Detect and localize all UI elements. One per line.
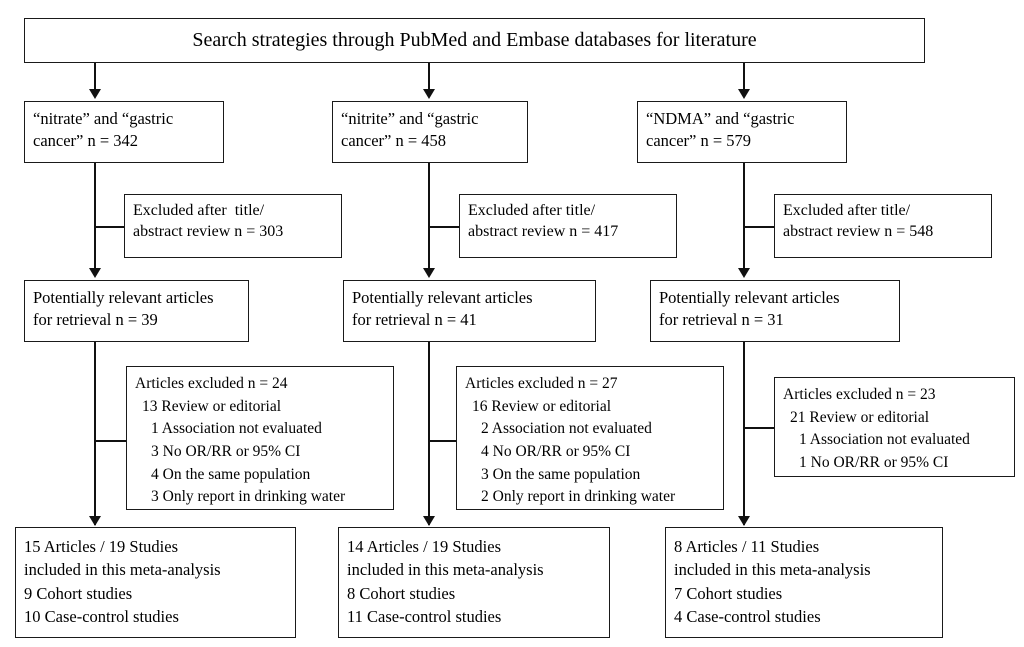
- articles-excluded-header: Articles excluded n = 24: [135, 375, 288, 392]
- result-line-3: 8 Cohort studies: [347, 583, 456, 603]
- search-strategy-title-box: Search strategies through PubMed and Emb…: [24, 18, 925, 63]
- relevant-line-1: Potentially relevant articles: [33, 288, 214, 307]
- result-line-4: 11 Case-control studies: [347, 607, 502, 627]
- potentially-relevant-box-nitrate: Potentially relevant articles for retrie…: [24, 280, 249, 342]
- relevant-line-1: Potentially relevant articles: [352, 288, 533, 307]
- source-line-1: “nitrate” and “gastric: [33, 109, 174, 128]
- connector-ndma-spine-2: [743, 342, 745, 525]
- excluded-line-2: abstract review n = 548: [783, 223, 934, 241]
- relevant-line-2: for retrieval n = 39: [33, 309, 158, 329]
- articles-excluded-reason: 1 Association not evaluated: [799, 431, 970, 449]
- connector-title-to-ndma: [743, 63, 745, 91]
- arrowhead-ndma-to-relevant: [738, 268, 750, 278]
- excluded-line-2: abstract review n = 303: [133, 223, 284, 241]
- result-line-1: 8 Articles / 11 Studies: [674, 537, 820, 556]
- excluded-title-abstract-box-nitrate: Excluded after title/ abstract review n …: [124, 194, 342, 258]
- result-box-nitrate: 15 Articles / 19 Studies included in thi…: [15, 527, 296, 638]
- source-box-nitrite: “nitrite” and “gastric cancer” n = 458: [332, 101, 528, 163]
- source-line-2: cancer” n = 458: [341, 130, 447, 150]
- articles-excluded-reason: 2 Only report in drinking water: [481, 488, 676, 506]
- excluded-line-1: Excluded after title/: [133, 202, 265, 219]
- articles-excluded-reason: 3 No OR/RR or 95% CI: [151, 442, 301, 460]
- articles-excluded-reason: 1 No OR/RR or 95% CI: [799, 453, 949, 471]
- connector-ndma-spine-1: [743, 163, 745, 270]
- arrowhead-nitrate-to-result: [89, 516, 101, 526]
- result-line-1: 14 Articles / 19 Studies: [347, 537, 501, 556]
- arrowhead-title-to-nitrite: [423, 89, 435, 99]
- source-line-2: cancer” n = 579: [646, 130, 752, 150]
- result-line-2: included in this meta-analysis: [24, 560, 221, 580]
- connector-nitrite-spine-1: [428, 163, 430, 270]
- connector-nitrate-spine-1: [94, 163, 96, 270]
- articles-excluded-reason: 4 No OR/RR or 95% CI: [481, 442, 631, 460]
- connector-nitrite-to-articles-excluded: [428, 440, 456, 442]
- relevant-line-2: for retrieval n = 31: [659, 309, 784, 329]
- page-title: Search strategies through PubMed and Emb…: [192, 29, 757, 52]
- arrowhead-title-to-nitrate: [89, 89, 101, 99]
- articles-excluded-reason: 13 Review or editorial: [142, 397, 282, 415]
- result-line-1: 15 Articles / 19 Studies: [24, 537, 178, 556]
- articles-excluded-reason: 4 On the same population: [151, 465, 311, 483]
- excluded-title-abstract-box-nitrite: Excluded after title/ abstract review n …: [459, 194, 677, 258]
- potentially-relevant-box-ndma: Potentially relevant articles for retrie…: [650, 280, 900, 342]
- relevant-line-2: for retrieval n = 41: [352, 309, 477, 329]
- arrowhead-nitrite-to-result: [423, 516, 435, 526]
- connector-nitrate-spine-2: [94, 342, 96, 525]
- result-line-4: 10 Case-control studies: [24, 607, 179, 627]
- connector-title-to-nitrite: [428, 63, 430, 91]
- articles-excluded-reason: 3 On the same population: [481, 465, 641, 483]
- connector-nitrate-to-articles-excluded: [94, 440, 126, 442]
- articles-excluded-box-nitrate: Articles excluded n = 24 13 Review or ed…: [126, 366, 394, 510]
- articles-excluded-box-nitrite: Articles excluded n = 27 16 Review or ed…: [456, 366, 724, 510]
- source-line-2: cancer” n = 342: [33, 130, 139, 150]
- result-line-2: included in this meta-analysis: [674, 560, 871, 580]
- connector-nitrite-to-excluded: [428, 226, 459, 228]
- result-line-3: 9 Cohort studies: [24, 583, 133, 603]
- source-line-1: “NDMA” and “gastric: [646, 109, 795, 128]
- arrowhead-nitrite-to-relevant: [423, 268, 435, 278]
- result-box-nitrite: 14 Articles / 19 Studies included in thi…: [338, 527, 610, 638]
- articles-excluded-header: Articles excluded n = 27: [465, 375, 618, 392]
- result-line-4: 4 Case-control studies: [674, 607, 821, 627]
- articles-excluded-reason: 21 Review or editorial: [790, 408, 930, 426]
- articles-excluded-reason: 16 Review or editorial: [472, 397, 612, 415]
- connector-ndma-to-excluded: [743, 226, 774, 228]
- result-line-3: 7 Cohort studies: [674, 583, 783, 603]
- connector-nitrate-to-excluded: [94, 226, 124, 228]
- connector-nitrite-spine-2: [428, 342, 430, 525]
- excluded-line-2: abstract review n = 417: [468, 223, 619, 241]
- arrowhead-title-to-ndma: [738, 89, 750, 99]
- result-line-2: included in this meta-analysis: [347, 560, 544, 580]
- source-line-1: “nitrite” and “gastric: [341, 109, 479, 128]
- excluded-line-1: Excluded after title/: [783, 202, 911, 219]
- result-box-ndma: 8 Articles / 11 Studies included in this…: [665, 527, 943, 638]
- excluded-title-abstract-box-ndma: Excluded after title/ abstract review n …: [774, 194, 992, 258]
- excluded-line-1: Excluded after title/: [468, 202, 596, 219]
- articles-excluded-reason: 2 Association not evaluated: [481, 420, 652, 438]
- arrowhead-ndma-to-result: [738, 516, 750, 526]
- arrowhead-nitrate-to-relevant: [89, 268, 101, 278]
- connector-title-to-nitrate: [94, 63, 96, 91]
- articles-excluded-reason: 3 Only report in drinking water: [151, 488, 346, 506]
- articles-excluded-box-ndma: Articles excluded n = 23 21 Review or ed…: [774, 377, 1015, 477]
- connector-ndma-to-articles-excluded: [743, 427, 774, 429]
- source-box-nitrate: “nitrate” and “gastric cancer” n = 342: [24, 101, 224, 163]
- articles-excluded-reason: 1 Association not evaluated: [151, 420, 322, 438]
- articles-excluded-header: Articles excluded n = 23: [783, 386, 936, 403]
- source-box-ndma: “NDMA” and “gastric cancer” n = 579: [637, 101, 847, 163]
- relevant-line-1: Potentially relevant articles: [659, 288, 840, 307]
- potentially-relevant-box-nitrite: Potentially relevant articles for retrie…: [343, 280, 596, 342]
